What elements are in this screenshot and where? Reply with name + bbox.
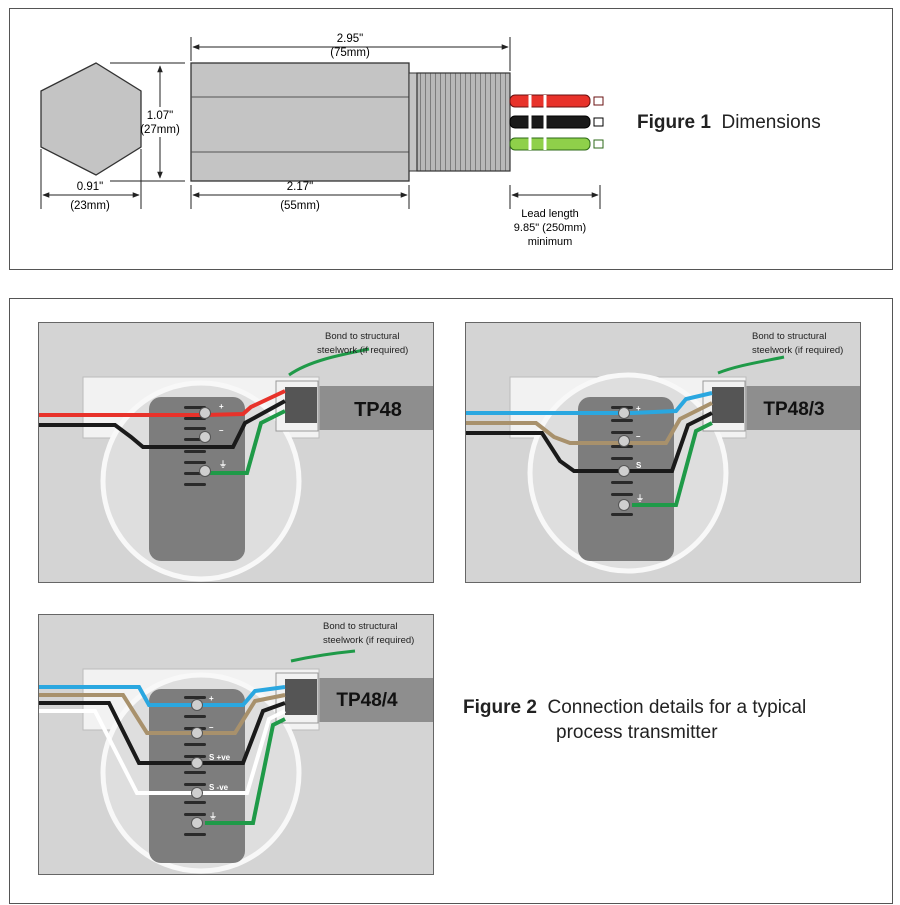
hex-end-view bbox=[40, 62, 142, 176]
figure2-caption-line2: process transmitter bbox=[556, 722, 718, 743]
neck bbox=[408, 72, 418, 172]
thread-section bbox=[416, 72, 511, 172]
dim-length-mm: (75mm) bbox=[330, 47, 370, 59]
figure2-caption: Figure 2 Connection details for a typica… bbox=[463, 695, 806, 720]
bond-note-line2: steelwork (if required) bbox=[323, 635, 414, 646]
terminal-ground: ⏚ bbox=[219, 460, 227, 469]
terminal-plus: + bbox=[636, 404, 641, 413]
model-label-tp48: TP48 bbox=[354, 399, 402, 421]
lead-length-value: 9.85" (250mm) bbox=[514, 222, 586, 234]
dim-length-in: 2.95" bbox=[337, 33, 363, 45]
figure2-caption-cont: process transmitter bbox=[556, 720, 718, 745]
terminal-minus: – bbox=[636, 432, 641, 441]
bond-note-line2: steelwork (if required) bbox=[317, 345, 408, 356]
terminal-ground: ⏚ bbox=[636, 494, 644, 503]
figure1-frame: 2.95" (75mm) 1.07" (27mm) 0.91" (23mm) 2… bbox=[9, 8, 893, 270]
terminal-signal: S bbox=[636, 461, 642, 470]
lead-length-min: minimum bbox=[528, 236, 573, 248]
panel-tp48-3: + – S ⏚ Bond to structural steelwork (if… bbox=[465, 322, 861, 583]
terminal-signal-positive: S +ve bbox=[209, 753, 231, 762]
terminal-plus: + bbox=[209, 694, 214, 703]
figure1-caption-number: Figure 1 bbox=[637, 112, 711, 133]
dim-hex-in: 0.91" bbox=[77, 181, 103, 193]
bond-note-line2: steelwork (if required) bbox=[752, 345, 843, 356]
dim-body-mm: (55mm) bbox=[280, 200, 320, 212]
terminal-ground: ⏚ bbox=[209, 812, 217, 821]
model-label-tp48-3: TP48/3 bbox=[763, 399, 824, 420]
panel-tp48: + – ⏚ Bond to structural steelwork (if r… bbox=[38, 322, 434, 583]
dim-height-in: 1.07" bbox=[147, 110, 173, 122]
sensor-body bbox=[190, 62, 410, 182]
bond-note-line1: Bond to structural bbox=[323, 621, 397, 632]
terminal-minus: – bbox=[219, 426, 224, 435]
lead-wires bbox=[509, 94, 604, 151]
figure2-caption-line1: Connection details for a typical bbox=[547, 697, 807, 718]
terminal-signal-negative: S -ve bbox=[209, 783, 229, 792]
figure1-caption-text: Dimensions bbox=[721, 112, 821, 133]
lead-length-label: Lead length bbox=[521, 208, 579, 220]
dim-hex-mm: (23mm) bbox=[70, 200, 110, 212]
panel-tp48-4: + – S +ve S -ve ⏚ Bond to structural ste… bbox=[38, 614, 434, 875]
dimensions-drawing: 2.95" (75mm) 1.07" (27mm) 0.91" (23mm) 2… bbox=[40, 33, 604, 248]
terminal-plus: + bbox=[219, 402, 224, 411]
figure2-caption-number: Figure 2 bbox=[463, 697, 537, 718]
bond-note-line1: Bond to structural bbox=[752, 331, 826, 342]
dim-height-mm: (27mm) bbox=[140, 124, 180, 136]
bond-note-line1: Bond to structural bbox=[325, 331, 399, 342]
terminal-minus: – bbox=[209, 723, 214, 732]
model-label-tp48-4: TP48/4 bbox=[336, 690, 398, 711]
figure1-caption: Figure 1 Dimensions bbox=[637, 110, 821, 135]
dim-body-in: 2.17" bbox=[287, 181, 313, 193]
